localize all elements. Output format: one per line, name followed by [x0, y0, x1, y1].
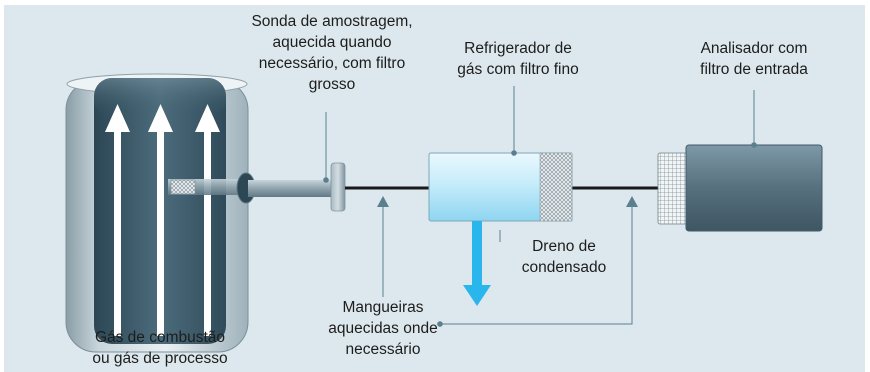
leader-markers [323, 142, 757, 327]
analyzer-inlet-filter-icon [657, 152, 689, 225]
gas-cooler [428, 152, 573, 222]
drain-arrow-shaft [472, 221, 482, 287]
label-process-gas: Gás de combustão ou gás de processo [92, 329, 228, 367]
label-analyzer: Analisador com filtro de entrada [700, 40, 808, 78]
probe-flange [330, 162, 346, 212]
pointer-dot-cooler [511, 150, 517, 156]
pointer-dot-probe [323, 177, 329, 183]
flow-arrow-head-right [195, 104, 220, 132]
leader-hose-right [440, 203, 633, 325]
drain-arrow-head [463, 285, 491, 306]
label-gas-cooler: Refrigerador de gás com filtro fino [457, 40, 579, 78]
flow-arrow-shaft-right [204, 126, 211, 336]
flow-arrow-head-left [105, 104, 130, 132]
analyzer-body [685, 144, 823, 232]
sampling-probe [168, 162, 346, 212]
flow-arrow-shaft-left [114, 126, 121, 336]
flow-arrow-shaft-center [157, 126, 164, 336]
leader-lines [325, 86, 755, 325]
gas-flow-arrows [105, 104, 220, 336]
analyzer [657, 144, 823, 232]
vessel-inner-highlight [94, 78, 226, 118]
label-condensate-drain: Dreno de condensado [521, 238, 607, 276]
fine-filter-icon [539, 152, 573, 222]
pointer-arrow-right [626, 196, 638, 207]
coarse-filter-icon [170, 179, 196, 195]
condensate-drain-arrow [463, 221, 491, 306]
pointer-dot-hose [437, 321, 443, 327]
pointer-arrow-left [377, 196, 389, 207]
label-sampling-probe: Sonda de amostragem, aquecida quando nec… [251, 13, 413, 93]
probe-outer-tube [248, 180, 334, 197]
pointer-dot-analyzer [751, 142, 757, 148]
flow-arrow-head-center [148, 104, 173, 132]
label-heated-hoses: Mangueiras aquecidas onde necessário [328, 299, 438, 358]
